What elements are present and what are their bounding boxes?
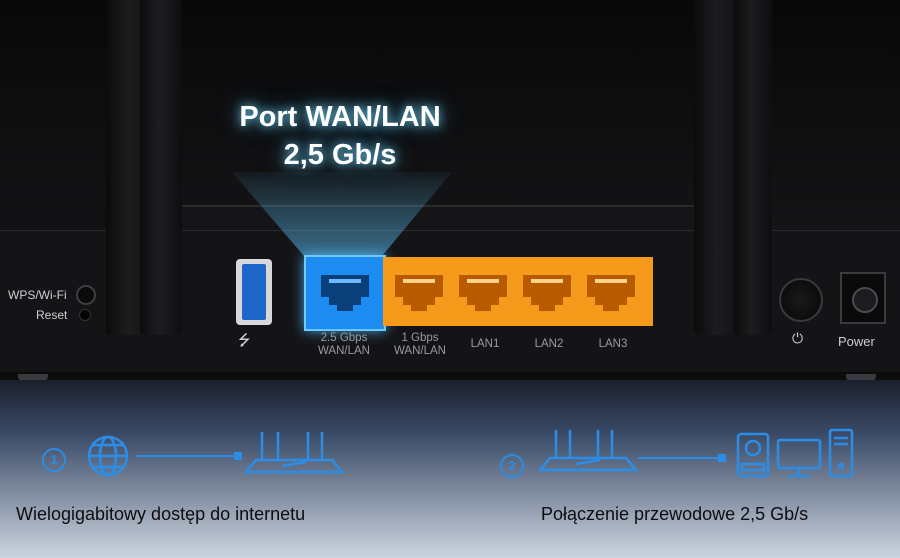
connection-diagram-panel: 1 Wielogigabitowy dostęp do internetu 2	[0, 380, 900, 558]
ethernet-jack-icon	[317, 269, 373, 313]
internet-router-diagram	[87, 432, 345, 477]
port-2-5g-wan-lan[interactable]	[304, 255, 386, 331]
reset-button[interactable]	[79, 309, 91, 321]
router-base	[0, 372, 900, 380]
antenna	[140, 0, 182, 335]
step-1-number: 1	[42, 448, 66, 472]
reset-label: Reset	[36, 308, 68, 322]
globe-icon	[87, 435, 129, 477]
caption-1: Wielogigabitowy dostęp do internetu	[16, 504, 306, 524]
router-icon	[538, 430, 639, 472]
power-button[interactable]	[779, 278, 823, 322]
wps-button[interactable]	[76, 285, 96, 305]
port-label: LAN2	[534, 338, 564, 350]
port-label: LAN1	[470, 338, 500, 350]
callout-line2: 2,5 Gb/s	[283, 139, 397, 171]
orange-port-block	[383, 257, 653, 326]
dc-power-jack[interactable]	[840, 272, 886, 324]
power-icon: ⏻	[792, 330, 804, 346]
router-top-left	[0, 205, 110, 231]
router-icon	[243, 432, 345, 474]
nas-icon	[736, 432, 770, 478]
usb-icon: ⭍	[238, 332, 251, 349]
usb-port[interactable]	[236, 259, 272, 325]
power-label: Power	[838, 334, 875, 349]
wps-label: WPS/Wi-Fi	[8, 288, 67, 302]
callout-line1: Port WAN/LAN	[239, 101, 441, 133]
caption-2: Połączenie przewodowe 2,5 Gb/s	[541, 504, 809, 524]
port-lan1[interactable]	[455, 269, 511, 313]
port-label: LAN3	[598, 338, 628, 350]
monitor-icon	[776, 438, 822, 478]
router-foot	[18, 374, 48, 382]
step-2-number: 2	[500, 454, 524, 478]
wan-lan-callout: Port WAN/LAN 2,5 Gb/s	[200, 98, 480, 174]
port-lan2[interactable]	[519, 269, 575, 313]
antenna	[734, 0, 772, 335]
port-1g-wan-lan[interactable]	[391, 269, 447, 313]
router-device-diagram	[538, 428, 854, 478]
router-foot	[846, 374, 876, 382]
pc-tower-icon	[828, 428, 854, 478]
port-lan3[interactable]	[583, 269, 639, 313]
